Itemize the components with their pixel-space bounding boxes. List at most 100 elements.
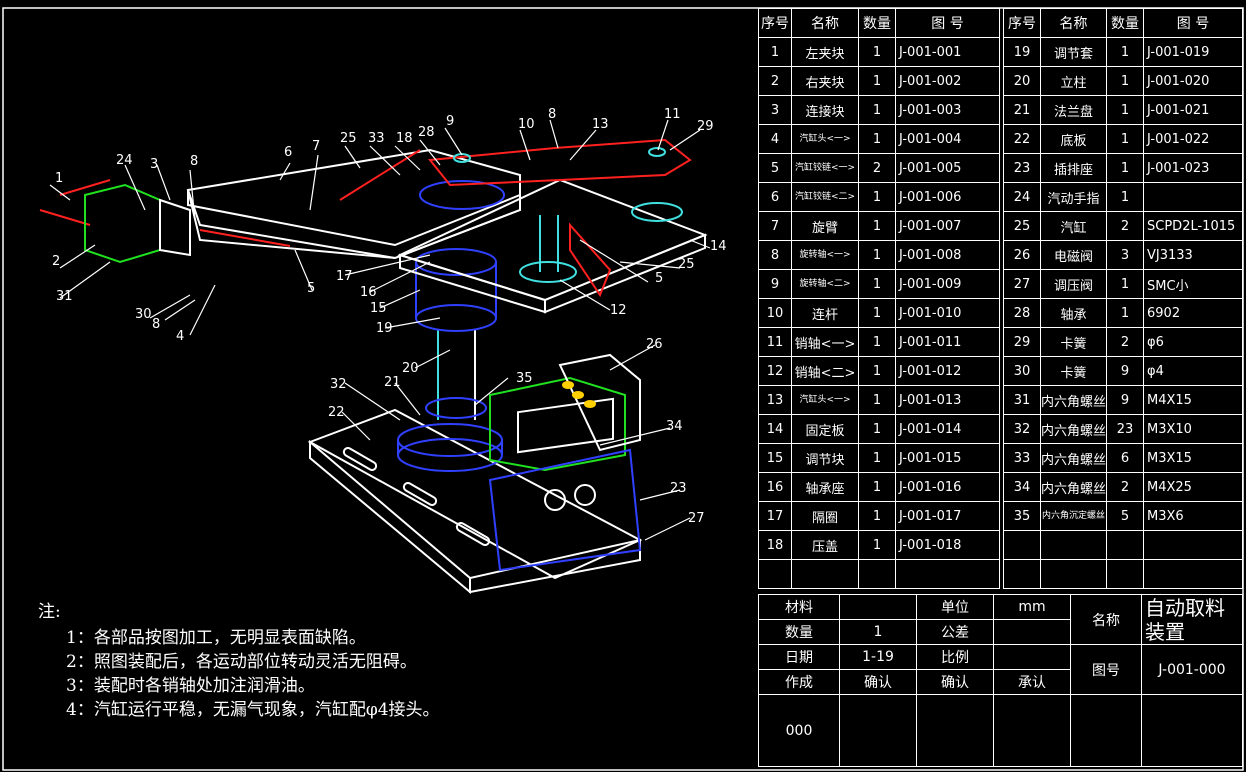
callout-32: 32 [330,377,347,392]
author-value: 000 [758,694,840,767]
callout-labels: 1 2 3 4 5 5 6 7 8 8 8 9 10 11 12 13 14 1… [52,107,727,526]
scale-value [993,644,1071,670]
bom-row [1003,530,1243,560]
bom-cell-qty: 1 [1106,269,1145,299]
bom-cell-seq: 24 [1003,182,1041,212]
bom-cell-qty: 1 [1106,66,1145,96]
bom-cell-drawing: J-001-013 [895,385,1000,415]
bom-cell-seq: 16 [758,472,792,502]
name-label: 名称 [1070,594,1142,645]
bom-cell-name: 压盖 [791,530,859,560]
fixed-plate [397,178,708,314]
tolerance-label: 公差 [916,619,994,645]
bom-cell-name: 立柱 [1039,66,1108,96]
bom-cell-drawing [1143,182,1243,212]
note-item: 3：装配时各销轴处加注润滑油。 [66,676,315,696]
bom-cell-name: 连接块 [791,95,859,125]
bom-cell-drawing: J-001-018 [895,530,1000,560]
bom-cell-qty: 6 [1106,443,1145,473]
qty-label: 数量 [758,619,840,645]
bom-cell-drawing: M3X10 [1143,414,1243,444]
bom-cell-seq: 26 [1003,240,1041,270]
bom-cell-seq: 3 [758,95,792,125]
bom-cell-qty: 1 [858,95,896,125]
callout-25a: 25 [340,131,357,146]
callout-6: 6 [284,145,292,160]
bom-cell-seq: 27 [1003,269,1041,299]
confirm2-label: 确认 [916,669,994,695]
bom-cell-seq: 25 [1003,211,1041,241]
callout-31: 31 [56,289,73,304]
bom-cell-seq [1003,530,1041,560]
bom-cell-name: 汽缸头<一> [791,385,859,415]
bom-cell-seq: 7 [758,211,792,241]
bom-cell-name: 汽缸 [1039,211,1108,241]
col-seq: 序号 [758,8,792,38]
unit-value: mm [993,594,1071,620]
bom-cell-name: 电磁阀 [1039,240,1108,270]
bom-cell-drawing: J-001-003 [895,95,1000,125]
bom-cell-name: 隔圈 [791,501,859,531]
bom-cell-name: 销轴<二> [791,356,859,386]
col-seq: 序号 [1003,8,1041,38]
bom-cell-seq: 33 [1003,443,1041,473]
bom-cell-name: 旋臂 [791,211,859,241]
callout-4: 4 [176,329,184,344]
bom-cell-seq: 8 [758,240,792,270]
bom-cell-qty: 1 [858,37,896,67]
rotating-arm [186,148,521,260]
name-value: 自动取料装置 [1141,594,1243,645]
bom-cell-qty: 1 [858,530,896,560]
bom-cell-qty: 1 [858,211,896,241]
bom-cell-qty: 2 [1106,327,1145,357]
bom-cell-qty: 3 [1106,240,1145,270]
col-name: 名称 [1039,8,1108,38]
drawing-no-value: J-001-000 [1141,644,1243,695]
material-label: 材料 [758,594,840,620]
callout-7: 7 [312,139,320,154]
bom-cell-name: 内六角螺丝 [1039,414,1108,444]
bom-cell-drawing: J-001-005 [895,153,1000,183]
col-drawing: 图 号 [895,8,1000,38]
callout-18: 18 [396,131,413,146]
bom-cell-drawing: φ6 [1143,327,1243,357]
bom-cell-qty: 2 [1106,472,1145,502]
socket-plate [488,397,642,572]
qty-value: 1 [839,619,917,645]
callout-13: 13 [592,117,609,132]
callout-11: 11 [664,107,681,122]
blank-cell-b [1141,694,1243,767]
bom-cell-seq [758,559,792,589]
bom-cell-name: 法兰盘 [1039,95,1108,125]
bom-row [1003,559,1243,589]
bom-cell-drawing: SMC小 [1143,269,1243,299]
bom-cell-drawing: J-001-022 [1143,124,1243,154]
callout-19: 19 [376,321,393,336]
bom-cell-name: 调节套 [1039,37,1108,67]
bom-cell-name: 卡簧 [1039,327,1108,357]
bom-cell-seq: 22 [1003,124,1041,154]
approve-value [993,694,1071,767]
bom-cell-drawing: J-001-012 [895,356,1000,386]
link-bar [39,138,692,298]
callout-5b: 5 [655,271,663,286]
gripper-finger [84,183,641,472]
callout-10: 10 [518,117,535,132]
